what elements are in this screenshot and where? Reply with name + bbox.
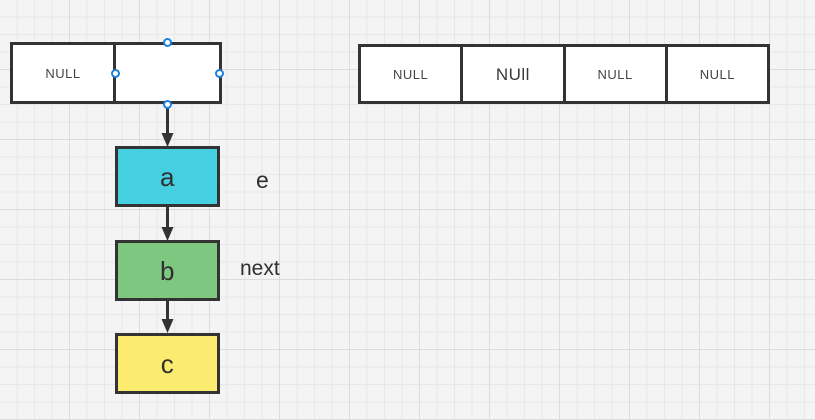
array-cell-0-label: NULL: [393, 66, 429, 82]
node-c-label: c: [160, 348, 175, 379]
array-cell-1-label: NUll: [495, 64, 530, 84]
linked-list-head-node[interactable]: NULL: [10, 42, 222, 104]
array-node-group[interactable]: NULL NUll NULL NULL: [358, 44, 770, 104]
node-a[interactable]: a: [115, 146, 220, 207]
node-a-label: a: [160, 161, 175, 192]
connection-handle-bottom[interactable]: [163, 100, 172, 109]
array-cell-0[interactable]: NULL: [361, 47, 460, 101]
connection-handle-right-mid[interactable]: [215, 69, 224, 78]
node-c[interactable]: c: [115, 333, 220, 394]
arrow-root-to-a: [160, 104, 175, 148]
head-node-cell-null-label: NULL: [45, 65, 81, 81]
arrow-b-to-c: [160, 299, 175, 334]
node-b[interactable]: b: [115, 240, 220, 301]
annotation-label-next[interactable]: next: [240, 257, 280, 280]
array-cell-2-label: NULL: [597, 66, 633, 82]
array-cell-3[interactable]: NULL: [664, 47, 767, 101]
connection-handle-left-mid[interactable]: [111, 69, 120, 78]
array-cell-3-label: NULL: [699, 66, 735, 82]
annotation-label-e[interactable]: e: [256, 167, 269, 193]
arrow-a-to-b: [160, 206, 175, 242]
head-node-cell-pointer[interactable]: [116, 45, 219, 101]
array-cell-1[interactable]: NUll: [460, 47, 562, 101]
connection-handle-top[interactable]: [163, 38, 172, 47]
node-b-label: b: [160, 255, 175, 286]
head-node-cell-null[interactable]: NULL: [13, 45, 116, 101]
array-cell-2[interactable]: NULL: [562, 47, 665, 101]
